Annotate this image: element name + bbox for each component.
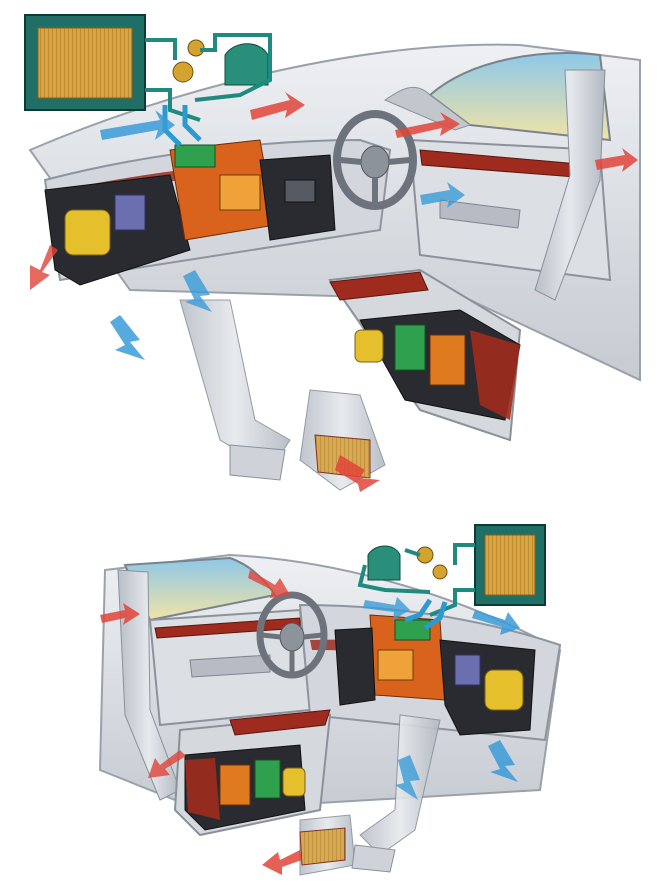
rear-blower	[354, 329, 384, 363]
rear-evaporator	[394, 324, 426, 371]
floor-outlet	[351, 844, 396, 873]
mixing-flap-box	[377, 649, 414, 681]
filter-box	[454, 654, 481, 686]
filter-box	[114, 194, 146, 231]
coolant-pump-icon	[416, 546, 448, 580]
blower-unit	[484, 669, 524, 711]
center-vent	[284, 179, 316, 203]
rear-vent-outlet	[299, 827, 346, 866]
rear-heater	[429, 334, 466, 386]
rear-heater	[219, 764, 251, 806]
coolant-pipes	[357, 543, 475, 617]
mixing-flap-box	[219, 174, 261, 211]
door-handle-recess	[189, 654, 271, 678]
expansion-tank-icon	[224, 43, 269, 86]
b-pillar-duct	[534, 69, 606, 301]
rear-blower	[282, 767, 306, 797]
floor-outlet	[229, 444, 286, 481]
control-module	[394, 619, 431, 641]
rear-evaporator	[254, 759, 281, 799]
coolant-pump-icon	[172, 39, 205, 83]
door-handle-recess	[439, 199, 521, 229]
rear-wood-trim	[185, 758, 220, 820]
front-floor-duct	[179, 299, 291, 471]
console-wood-trim	[329, 271, 429, 301]
coolant-feed-to-heater	[404, 598, 448, 631]
hvac-housing-center	[334, 627, 376, 706]
expansion-tank-icon	[367, 545, 401, 581]
hvac-illustration-rhd	[98, 524, 562, 876]
hvac-illustration-lhd	[24, 14, 641, 492]
steering-wheel-icon	[256, 591, 328, 679]
control-module	[174, 144, 216, 168]
hvac-diagram-lhd	[24, 14, 641, 492]
airflow-arrow-icon	[30, 92, 638, 492]
blower-unit	[64, 209, 111, 256]
hvac-diagram-rhd	[0, 510, 663, 888]
steering-wheel-icon	[333, 110, 417, 210]
airflow-arrow-icon	[100, 570, 520, 875]
rear-wood-trim	[470, 330, 520, 420]
radiator-icon	[24, 14, 146, 111]
console-wood-trim	[229, 709, 331, 736]
radiator-icon	[474, 524, 546, 606]
